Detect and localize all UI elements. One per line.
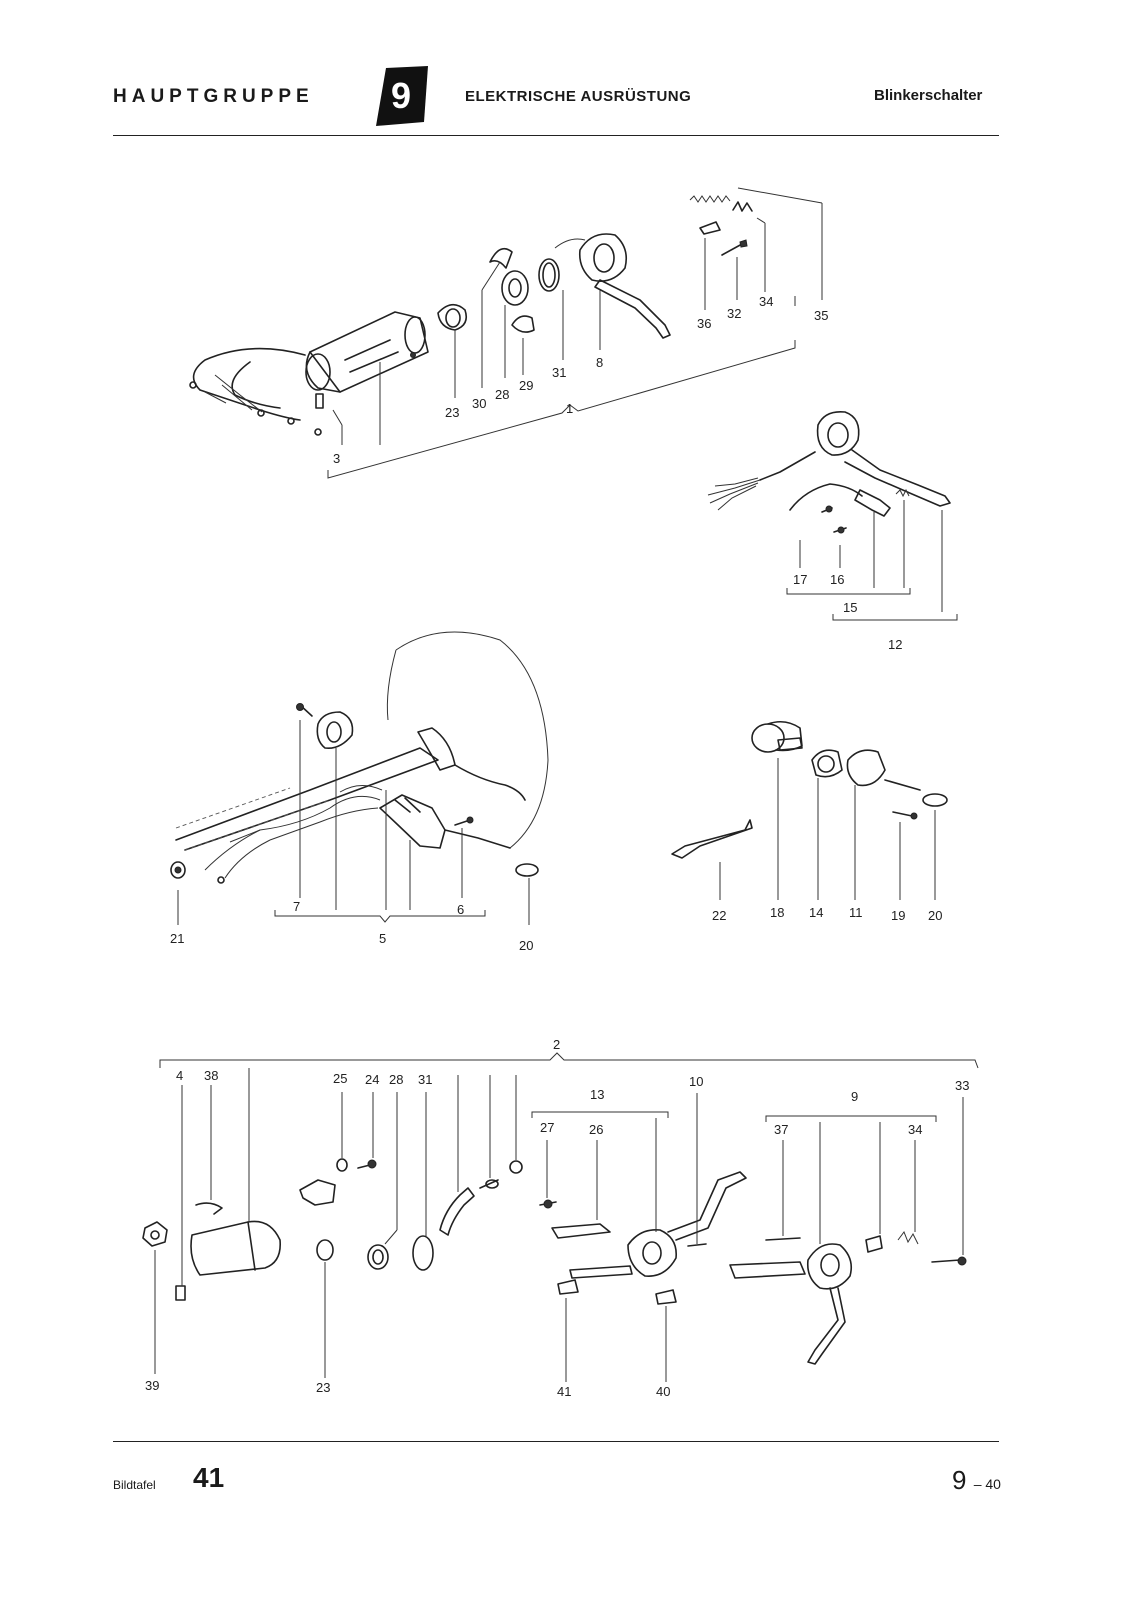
figure-2-lever-wiring [707, 410, 958, 621]
callout-label: 14 [809, 905, 823, 920]
callout-label: 23 [445, 405, 459, 420]
callout-label: 25 [333, 1071, 347, 1086]
callout-label: 10 [689, 1074, 703, 1089]
callout-label: 18 [770, 905, 784, 920]
callout-label: 15 [843, 600, 857, 615]
page-number-suffix: – 40 [973, 1476, 1001, 1492]
callout-label: 13 [590, 1087, 604, 1102]
callout-label: 37 [774, 1122, 788, 1137]
callout-label: 41 [557, 1384, 571, 1399]
figure-4-callouts: 22 18 14 11 19 20 [712, 905, 942, 923]
callout-label: 33 [955, 1078, 969, 1093]
callout-label: 2 [553, 1037, 560, 1052]
callout-label: 3 [333, 451, 340, 466]
callout-label: 36 [697, 316, 711, 331]
callout-label: 22 [712, 908, 726, 923]
figure-1-callouts: 35 36 32 34 8 31 29 28 30 23 1 3 [333, 294, 828, 466]
group-number: 9 [390, 75, 412, 116]
callout-label: 7 [293, 899, 300, 914]
badge-shape-icon [376, 66, 428, 126]
callout-label: 34 [759, 294, 773, 309]
figure-2-callouts: 17 16 15 12 [793, 572, 902, 652]
page-number: 9 – 40 [952, 1465, 1001, 1496]
callout-label: 8 [596, 355, 603, 370]
callout-label: 11 [849, 905, 863, 920]
callout-label: 21 [170, 931, 184, 946]
callout-label: 19 [891, 908, 905, 923]
section-title: ELEKTRISCHE AUSRÜSTUNG [465, 88, 692, 105]
callout-label: 20 [519, 938, 533, 953]
plate-number: 41 [193, 1462, 225, 1493]
callout-label: 26 [589, 1122, 603, 1137]
callout-label: 31 [418, 1072, 432, 1087]
plate-label: Bildtafel [113, 1478, 156, 1492]
page-number-main: 9 [952, 1465, 967, 1495]
figure-4-switch-body [671, 720, 948, 900]
figure-1-switch-assembly [189, 187, 823, 479]
callout-label: 29 [519, 378, 533, 393]
callout-label: 35 [814, 308, 828, 323]
callout-label: 30 [472, 396, 486, 411]
callout-label: 16 [830, 572, 844, 587]
callout-label: 32 [727, 306, 741, 321]
callout-label: 38 [204, 1068, 218, 1083]
callout-label: 4 [176, 1068, 183, 1083]
callout-label: 27 [540, 1120, 554, 1135]
callout-label: 39 [145, 1378, 159, 1393]
callout-label: 20 [928, 908, 942, 923]
figure-3-steering-column [170, 631, 549, 925]
group-label: HAUPTGRUPPE [113, 86, 314, 107]
figure-5-switch-kit [142, 1052, 979, 1382]
callout-label: 17 [793, 572, 807, 587]
callout-label: 12 [888, 637, 902, 652]
callout-label: 40 [656, 1384, 670, 1399]
figure-3-callouts: 7 6 5 21 20 [170, 899, 533, 953]
callout-label: 34 [908, 1122, 922, 1137]
page-subtitle: Blinkerschalter [874, 87, 983, 104]
callout-label: 28 [389, 1072, 403, 1087]
callout-label: 23 [316, 1380, 330, 1395]
footer-rule [113, 1441, 999, 1442]
header-rule [113, 135, 999, 136]
callout-label: 31 [552, 365, 566, 380]
callout-label: 24 [365, 1072, 379, 1087]
callout-label: 6 [457, 902, 464, 917]
callout-label: 28 [495, 387, 509, 402]
group-number-badge: 9 [372, 64, 430, 128]
callout-label: 5 [379, 931, 386, 946]
callout-label: 9 [851, 1089, 858, 1104]
callout-label: 1 [566, 401, 573, 416]
figure-5-callouts: 2 4 38 25 24 28 31 10 33 13 27 26 9 37 3… [145, 1037, 969, 1399]
